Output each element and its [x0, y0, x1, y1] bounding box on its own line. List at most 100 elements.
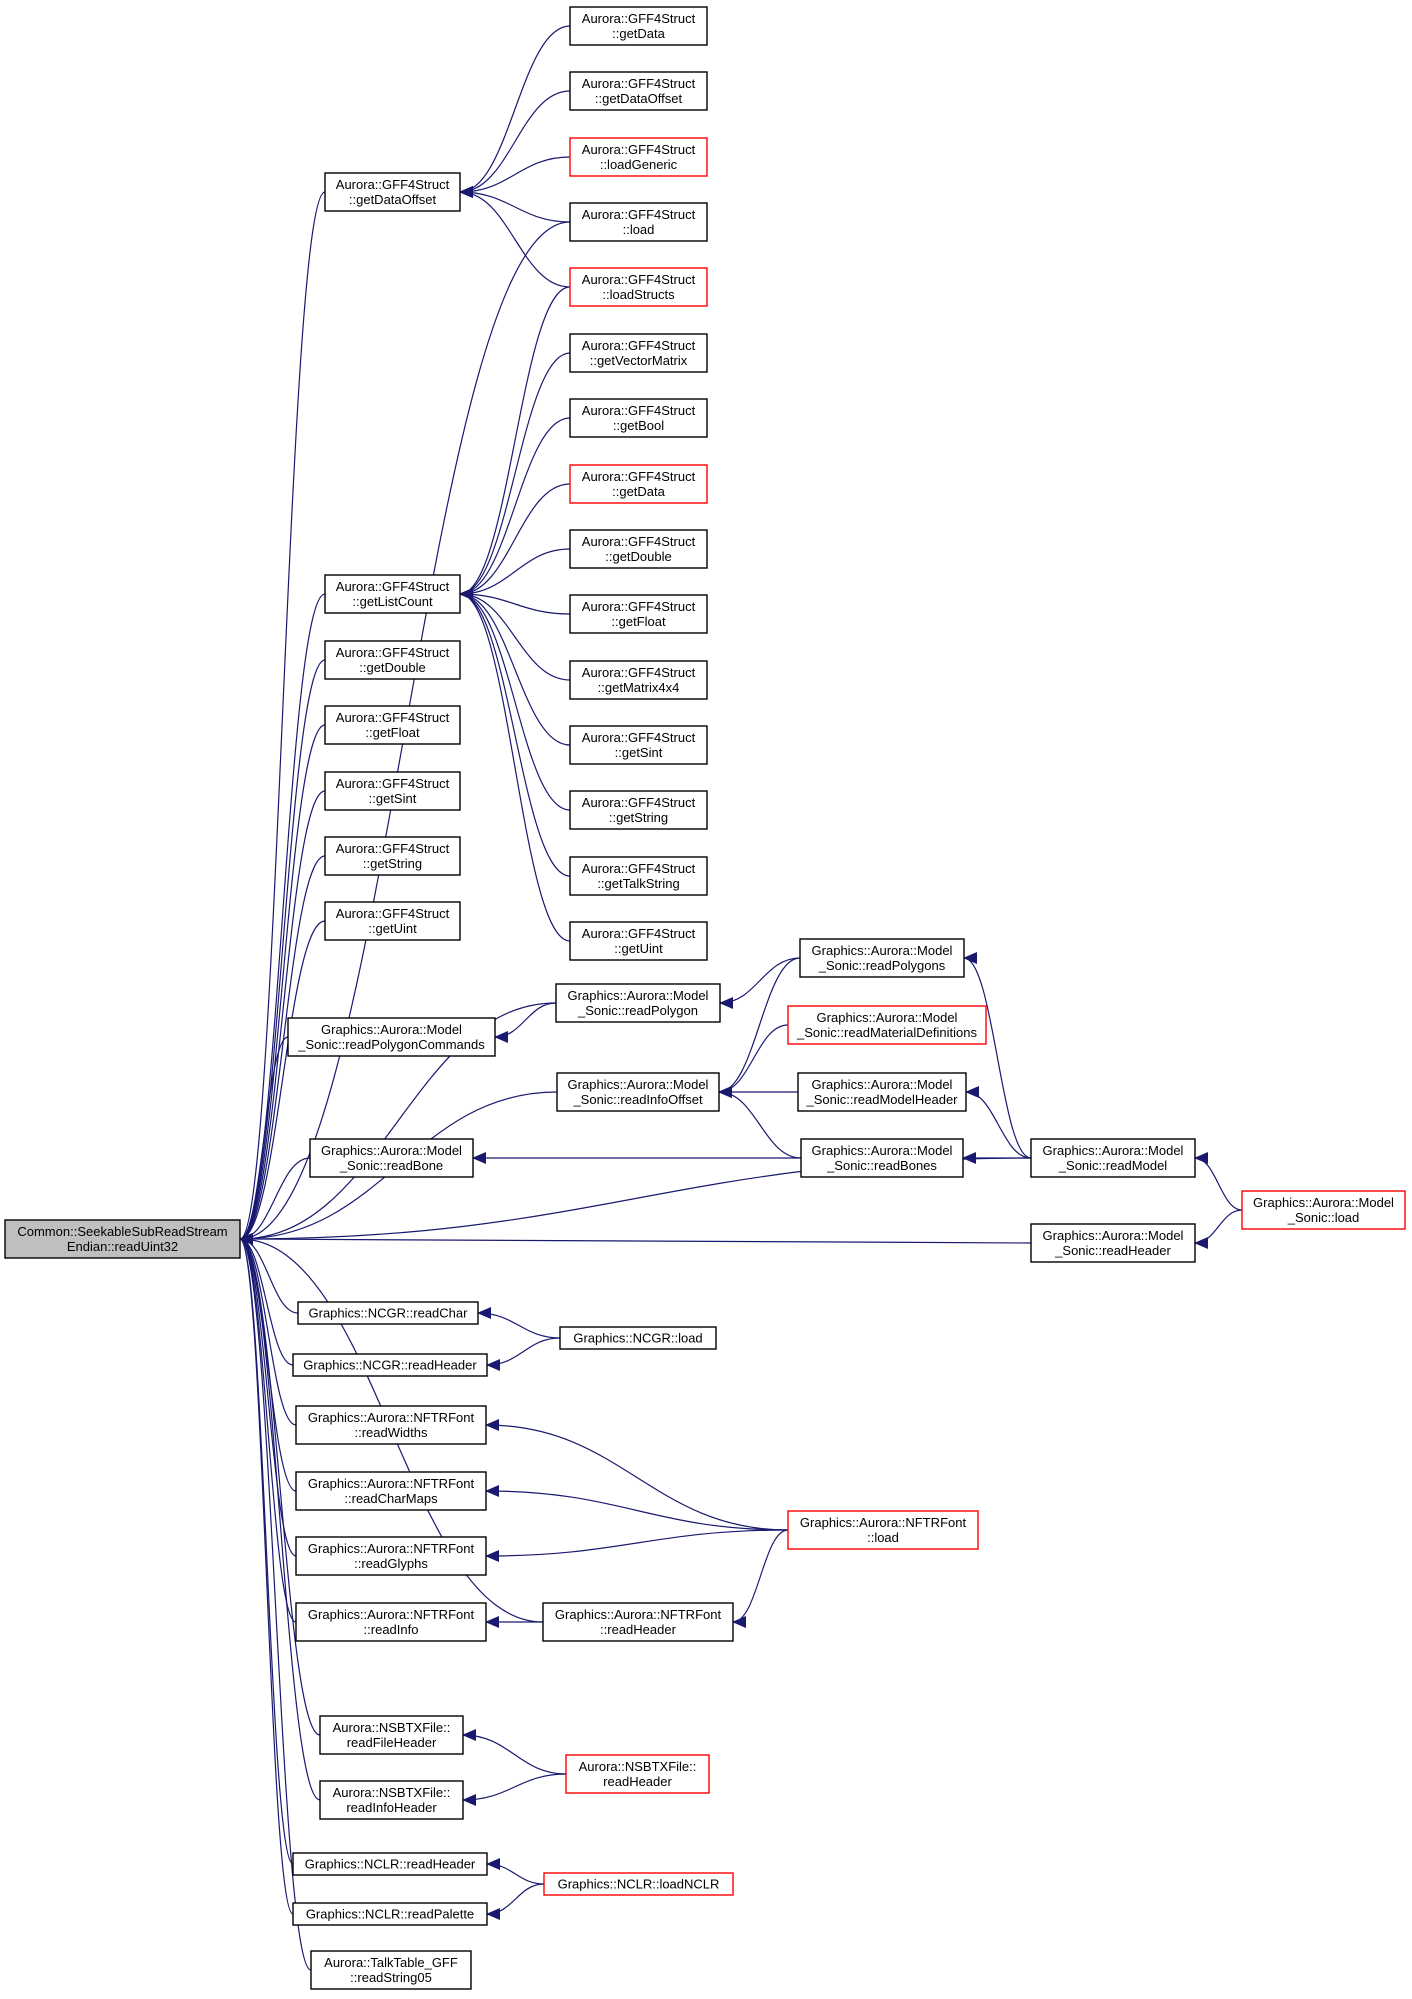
edge-guint-m-to-root — [239, 920, 326, 1245]
node-box — [324, 640, 461, 680]
edge-gsint-r-to-glc — [459, 588, 571, 746]
node-box — [295, 1602, 487, 1642]
node-label-line: Common::SeekableSubReadStream — [17, 1224, 227, 1239]
node-label-line: Graphics::NCGR::readHeader — [303, 1358, 477, 1373]
node-load[interactable]: Aurora::GFF4Struct::load — [569, 202, 708, 242]
node-nsbtx-rfh[interactable]: Aurora::NSBTXFile::readFileHeader — [319, 1715, 464, 1755]
node-gdo2[interactable]: Aurora::GFF4Struct::getDataOffset — [569, 71, 708, 111]
node-label-line: Graphics::NCLR::readHeader — [305, 1857, 476, 1872]
node-rmodhdr[interactable]: Graphics::Aurora::Model_Sonic::readModel… — [797, 1072, 967, 1112]
node-box — [324, 574, 461, 614]
node-rmodel[interactable]: Graphics::Aurora::Model_Sonic::readModel — [1030, 1138, 1196, 1178]
node-gdouble-m[interactable]: Aurora::GFF4Struct::getDouble — [324, 640, 461, 680]
node-gstring-m[interactable]: Aurora::GFF4Struct::getString — [324, 836, 461, 876]
node-rmatdef[interactable]: Graphics::Aurora::Model_Sonic::readMater… — [787, 1005, 987, 1045]
edge-nsbtx-rfh-to-root — [239, 1233, 321, 1736]
node-rpc[interactable]: Graphics::Aurora::Model_Sonic::readPolyg… — [287, 1017, 496, 1057]
edge-gbool-to-glc — [459, 417, 571, 600]
node-nftr-load[interactable]: Graphics::Aurora::NFTRFont::load — [787, 1510, 979, 1550]
node-nclr-rp[interactable]: Graphics::NCLR::readPalette — [292, 1902, 488, 1926]
node-rpoly[interactable]: Graphics::Aurora::Model_Sonic::readPolyg… — [555, 983, 721, 1023]
node-rbones[interactable]: Graphics::Aurora::Model_Sonic::readBones — [800, 1138, 964, 1178]
edge-nsbtx-rih-to-root — [239, 1233, 321, 1801]
edge-sonic-load-to-rmodel — [1194, 1152, 1243, 1211]
node-gdata1[interactable]: Aurora::GFF4Struct::getData — [569, 6, 708, 46]
node-gdo-main[interactable]: Aurora::GFF4Struct::getDataOffset — [324, 172, 461, 212]
node-label-line: Graphics::NCGR::load — [573, 1331, 702, 1346]
node-box — [324, 705, 461, 745]
node-nftr-ri[interactable]: Graphics::Aurora::NFTRFont::readInfo — [295, 1602, 487, 1642]
node-label-line: _Sonic::readModel — [1058, 1158, 1168, 1173]
node-lstructs[interactable]: Aurora::GFF4Struct::loadStructs — [569, 267, 708, 307]
node-box — [559, 1326, 717, 1350]
node-box — [569, 660, 708, 700]
node-gstring-r[interactable]: Aurora::GFF4Struct::getString — [569, 790, 708, 830]
node-ncgr-load[interactable]: Graphics::NCGR::load — [559, 1326, 717, 1350]
node-rinfo[interactable]: Graphics::Aurora::Model_Sonic::readInfoO… — [556, 1072, 720, 1112]
edge-gfloat-m-to-root — [239, 724, 326, 1245]
edge-rbones-to-rinfo — [718, 1086, 802, 1159]
node-label-line: _Sonic::readBone — [339, 1158, 443, 1173]
node-box — [295, 1405, 487, 1445]
node-label-line: ::getListCount — [352, 594, 433, 609]
node-label-line: Graphics::NCGR::readChar — [309, 1306, 469, 1321]
node-label-line: ::loadStructs — [602, 287, 675, 302]
node-box — [319, 1715, 464, 1755]
node-gfloat-m[interactable]: Aurora::GFF4Struct::getFloat — [324, 705, 461, 745]
node-gvm[interactable]: Aurora::GFF4Struct::getVectorMatrix — [569, 333, 708, 373]
node-gtalk[interactable]: Aurora::GFF4Struct::getTalkString — [569, 856, 708, 896]
node-label-line: ::getVectorMatrix — [590, 353, 688, 368]
node-lgen[interactable]: Aurora::GFF4Struct::loadGeneric — [569, 137, 708, 177]
node-rpolys[interactable]: Graphics::Aurora::Model_Sonic::readPolyg… — [799, 938, 965, 978]
node-label-line: ::getDataOffset — [349, 192, 437, 207]
node-gfloat-r[interactable]: Aurora::GFF4Struct::getFloat — [569, 594, 708, 634]
node-gdouble-r[interactable]: Aurora::GFF4Struct::getDouble — [569, 529, 708, 569]
node-nftr-rhd[interactable]: Graphics::Aurora::NFTRFont::readHeader — [542, 1602, 734, 1642]
node-nclr-load[interactable]: Graphics::NCLR::loadNCLR — [543, 1872, 734, 1896]
node-ncgr-rh[interactable]: Graphics::NCGR::readHeader — [292, 1353, 488, 1377]
node-nftr-rw[interactable]: Graphics::Aurora::NFTRFont::readWidths — [295, 1405, 487, 1445]
edges-layer — [239, 25, 1243, 1971]
node-label-line: _Sonic::readInfoOffset — [572, 1092, 703, 1107]
node-gbool[interactable]: Aurora::GFF4Struct::getBool — [569, 398, 708, 438]
node-gmat[interactable]: Aurora::GFF4Struct::getMatrix4x4 — [569, 660, 708, 700]
node-guint-m[interactable]: Aurora::GFF4Struct::getUint — [324, 901, 461, 941]
node-label-line: Graphics::Aurora::Model — [817, 1010, 958, 1025]
node-gsint-r[interactable]: Aurora::GFF4Struct::getSint — [569, 725, 708, 765]
node-gdata2[interactable]: Aurora::GFF4Struct::getData — [569, 464, 708, 504]
node-box — [569, 137, 708, 177]
node-nsbtx-rih[interactable]: Aurora::NSBTXFile::readInfoHeader — [319, 1780, 464, 1820]
edge-nclr-load-to-nclr-rp — [486, 1883, 545, 1920]
node-label-line: ::getFloat — [365, 725, 420, 740]
node-talk[interactable]: Aurora::TalkTable_GFF::readString05 — [310, 1950, 472, 1990]
edge-nsbtx-rh-to-nsbtx-rfh — [462, 1729, 567, 1775]
node-label-line: Graphics::Aurora::NFTRFont — [308, 1607, 475, 1622]
edge-nftr-load-to-nftr-rcm — [485, 1485, 789, 1531]
node-box — [1241, 1190, 1406, 1230]
root-node[interactable]: Common::SeekableSubReadStreamEndian::rea… — [4, 1219, 241, 1259]
node-glc[interactable]: Aurora::GFF4Struct::getListCount — [324, 574, 461, 614]
node-label-line: _Sonic::readPolygons — [818, 958, 946, 973]
node-box — [297, 1301, 479, 1325]
edge-gstring-m-to-root — [239, 855, 326, 1245]
node-label-line: Graphics::Aurora::Model — [1043, 1228, 1184, 1243]
node-nsbtx-rh[interactable]: Aurora::NSBTXFile::readHeader — [565, 1754, 710, 1794]
node-ncgr-rc[interactable]: Graphics::NCGR::readChar — [297, 1301, 479, 1325]
node-nclr-rh[interactable]: Graphics::NCLR::readHeader — [292, 1852, 488, 1876]
node-rbone[interactable]: Graphics::Aurora::Model_Sonic::readBone — [309, 1138, 474, 1178]
node-rheader[interactable]: Graphics::Aurora::Model_Sonic::readHeade… — [1030, 1223, 1196, 1263]
node-box — [319, 1780, 464, 1820]
node-label-line: ::readInfo — [364, 1622, 419, 1637]
node-nftr-rcm[interactable]: Graphics::Aurora::NFTRFont::readCharMaps — [295, 1471, 487, 1511]
node-label-line: Graphics::NCLR::readPalette — [306, 1907, 474, 1922]
node-label-line: Endian::readUint32 — [67, 1239, 178, 1254]
node-label-line: ::getTalkString — [597, 876, 679, 891]
node-box — [787, 1005, 987, 1045]
node-sonic-load[interactable]: Graphics::Aurora::Model_Sonic::load — [1241, 1190, 1406, 1230]
node-label-line: ::readString05 — [350, 1970, 432, 1985]
node-guint-r[interactable]: Aurora::GFF4Struct::getUint — [569, 921, 708, 961]
edge-rpoly-to-root — [239, 1002, 557, 1245]
node-gsint-m[interactable]: Aurora::GFF4Struct::getSint — [324, 771, 461, 811]
node-nftr-rg[interactable]: Graphics::Aurora::NFTRFont::readGlyphs — [295, 1536, 487, 1576]
node-box — [555, 983, 721, 1023]
